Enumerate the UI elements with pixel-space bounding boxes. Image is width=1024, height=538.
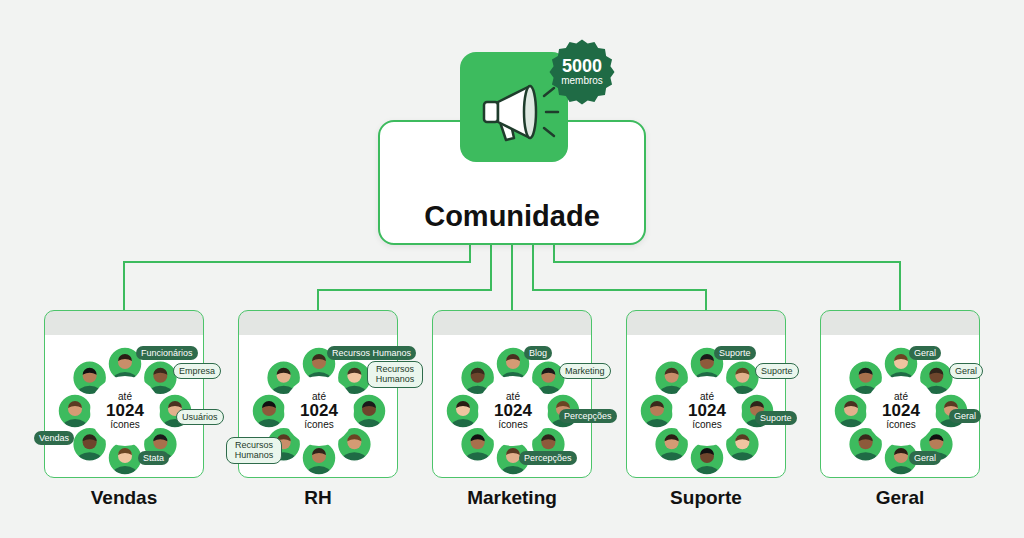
tag-text: Geral xyxy=(955,366,977,376)
group-heading: Vendas xyxy=(15,487,233,509)
tag-text: Percepções xyxy=(524,453,572,463)
hub-text: ícones xyxy=(692,420,721,431)
group-heading: RH xyxy=(209,487,427,509)
group-heading: Marketing xyxy=(403,487,621,509)
tag-text: Suporte xyxy=(719,348,751,358)
tag-text: Geral xyxy=(954,411,976,421)
tag-pill: Geral xyxy=(949,363,983,379)
tag-pill: Empresa xyxy=(173,363,221,379)
count-circle: até1024ícones xyxy=(674,378,740,444)
tag-text: Funcionários xyxy=(141,348,193,358)
tag-text: Recursos Humanos xyxy=(332,348,411,358)
group-card: Vendasaté1024íconesFuncionáriosEmpresaUs… xyxy=(44,310,204,478)
tag-text: Recursos Humanos xyxy=(235,440,274,460)
group-card: Geralaté1024íconesGeralGeralGeralGeral xyxy=(820,310,980,478)
group-card: RHaté1024íconesRecursos HumanosRecursos … xyxy=(238,310,398,478)
community-box: Comunidade5000membros xyxy=(378,120,646,245)
tag-text: Recursos Humanos xyxy=(376,364,415,384)
hub-text: 1024 xyxy=(688,402,726,420)
hub-text: ícones xyxy=(498,420,527,431)
hub-text: até xyxy=(118,392,132,403)
hub-text: 1024 xyxy=(494,402,532,420)
connector xyxy=(318,245,491,310)
group-heading: Suporte xyxy=(597,487,815,509)
connector xyxy=(554,245,900,310)
tag-text: Suporte xyxy=(760,413,792,423)
hub-text: ícones xyxy=(110,420,139,431)
hub-text: ícones xyxy=(886,420,915,431)
count-circle: até1024ícones xyxy=(480,378,546,444)
tag-pill: Blog xyxy=(524,346,552,360)
tag-text: Blog xyxy=(529,348,547,358)
tag-pill: Recursos Humanos xyxy=(327,346,416,360)
tag-pill: Geral xyxy=(949,409,981,423)
tag-pill: Usuários xyxy=(176,409,224,425)
tag-pill: Funcionários xyxy=(136,346,198,360)
hub-text: 1024 xyxy=(882,402,920,420)
member-badge: 5000membros xyxy=(549,39,615,105)
tag-text: Geral xyxy=(914,348,936,358)
connector xyxy=(124,245,470,310)
hub-text: ícones xyxy=(304,420,333,431)
group-card: Marketingaté1024íconesBlogMarketingPerce… xyxy=(432,310,592,478)
tag-pill: Geral xyxy=(909,451,941,465)
hub-text: até xyxy=(506,392,520,403)
connector xyxy=(533,245,706,310)
tag-text: Usuários xyxy=(182,412,218,422)
tag-pill: Vendas xyxy=(34,431,74,445)
tag-pill: Suporte xyxy=(755,363,799,379)
tag-text: Suporte xyxy=(761,366,793,376)
hub-text: até xyxy=(312,392,326,403)
hub-text: até xyxy=(700,392,714,403)
group-card: Suporteaté1024íconesSuporteSuporteSuport… xyxy=(626,310,786,478)
tag-pill: Recursos Humanos xyxy=(226,437,282,464)
hub-text: 1024 xyxy=(106,402,144,420)
group-heading: Geral xyxy=(791,487,1009,509)
tag-pill: Suporte xyxy=(755,411,797,425)
tag-text: Empresa xyxy=(179,366,215,376)
tag-pill: Geral xyxy=(909,346,941,360)
tag-pill: Marketing xyxy=(559,363,611,379)
count-circle: até1024ícones xyxy=(286,378,352,444)
tag-text: Vendas xyxy=(39,433,69,443)
badge-text: membros xyxy=(561,76,603,87)
connector xyxy=(511,245,513,310)
megaphone-icon xyxy=(460,52,568,162)
tag-text: Geral xyxy=(914,453,936,463)
tag-pill: Recursos Humanos xyxy=(367,361,423,388)
badge-text: 5000 xyxy=(562,57,602,76)
tag-pill: Percepções xyxy=(519,451,577,465)
tag-text: Percepções xyxy=(564,411,612,421)
hub-text: até xyxy=(894,392,908,403)
count-circle: até1024ícones xyxy=(92,378,158,444)
tag-pill: Percepções xyxy=(559,409,617,423)
hub-text: 1024 xyxy=(300,402,338,420)
root-text: Comunidade xyxy=(380,200,644,233)
tag-text: Marketing xyxy=(565,366,605,376)
tag-pill: Stata xyxy=(138,451,169,465)
count-circle: até1024ícones xyxy=(868,378,934,444)
tag-text: Stata xyxy=(143,453,164,463)
tag-pill: Suporte xyxy=(714,346,756,360)
